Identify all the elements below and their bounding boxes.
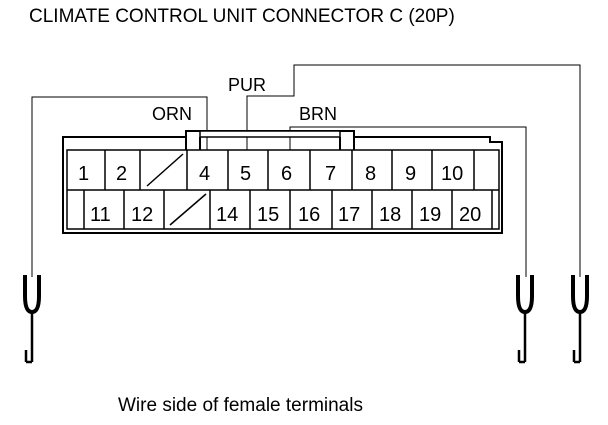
pin-14: 14 <box>216 204 238 226</box>
pin-17: 17 <box>338 204 360 226</box>
diagram-title: CLIMATE CONTROL UNIT CONNECTOR C (20P) <box>29 6 455 27</box>
pin-20: 20 <box>459 204 481 226</box>
connector-body <box>62 130 503 234</box>
probe-pin-icon <box>24 312 34 364</box>
pin-10: 10 <box>441 163 463 185</box>
diagram-caption: Wire side of female terminals <box>118 395 363 416</box>
probe-right <box>571 275 589 364</box>
pin-4: 4 <box>199 163 210 185</box>
pin-12: 12 <box>131 204 153 226</box>
pin-15: 15 <box>257 204 279 226</box>
pin-9: 9 <box>405 163 416 185</box>
pin-1: 1 <box>78 163 89 185</box>
probe-middle <box>516 275 534 364</box>
empty-cavity-13 <box>169 193 207 226</box>
connector-outline <box>62 130 503 234</box>
wire-brn <box>289 126 527 277</box>
empty-cavity-3 <box>146 153 184 187</box>
pin-19: 19 <box>419 204 441 226</box>
probe-left <box>23 275 41 364</box>
pin-16: 16 <box>298 204 320 226</box>
wire-label-pur: PUR <box>228 75 266 95</box>
pin-7: 7 <box>325 163 336 185</box>
wire-orn <box>31 96 208 277</box>
pin-6: 6 <box>281 163 292 185</box>
pin-5: 5 <box>240 163 251 185</box>
wire-label-brn: BRN <box>299 104 337 124</box>
probe-pin-icon <box>572 312 582 364</box>
pin-8: 8 <box>365 163 376 185</box>
probe-clip-icon <box>23 275 41 315</box>
pin-11: 11 <box>90 204 111 226</box>
wire-lines <box>31 64 581 277</box>
probe-pin-icon <box>517 312 527 364</box>
wire-pur <box>246 64 581 277</box>
pin-2: 2 <box>116 163 127 185</box>
wire-label-orn: ORN <box>152 104 192 124</box>
pin-18: 18 <box>379 204 401 226</box>
pin-row-bottom: 11 12 14 15 16 17 18 19 20 <box>90 204 481 226</box>
probe-clip-icon <box>516 275 534 315</box>
pin-row-top: 1 2 4 5 6 7 8 9 10 <box>78 163 463 185</box>
probe-clip-icon <box>571 275 589 315</box>
